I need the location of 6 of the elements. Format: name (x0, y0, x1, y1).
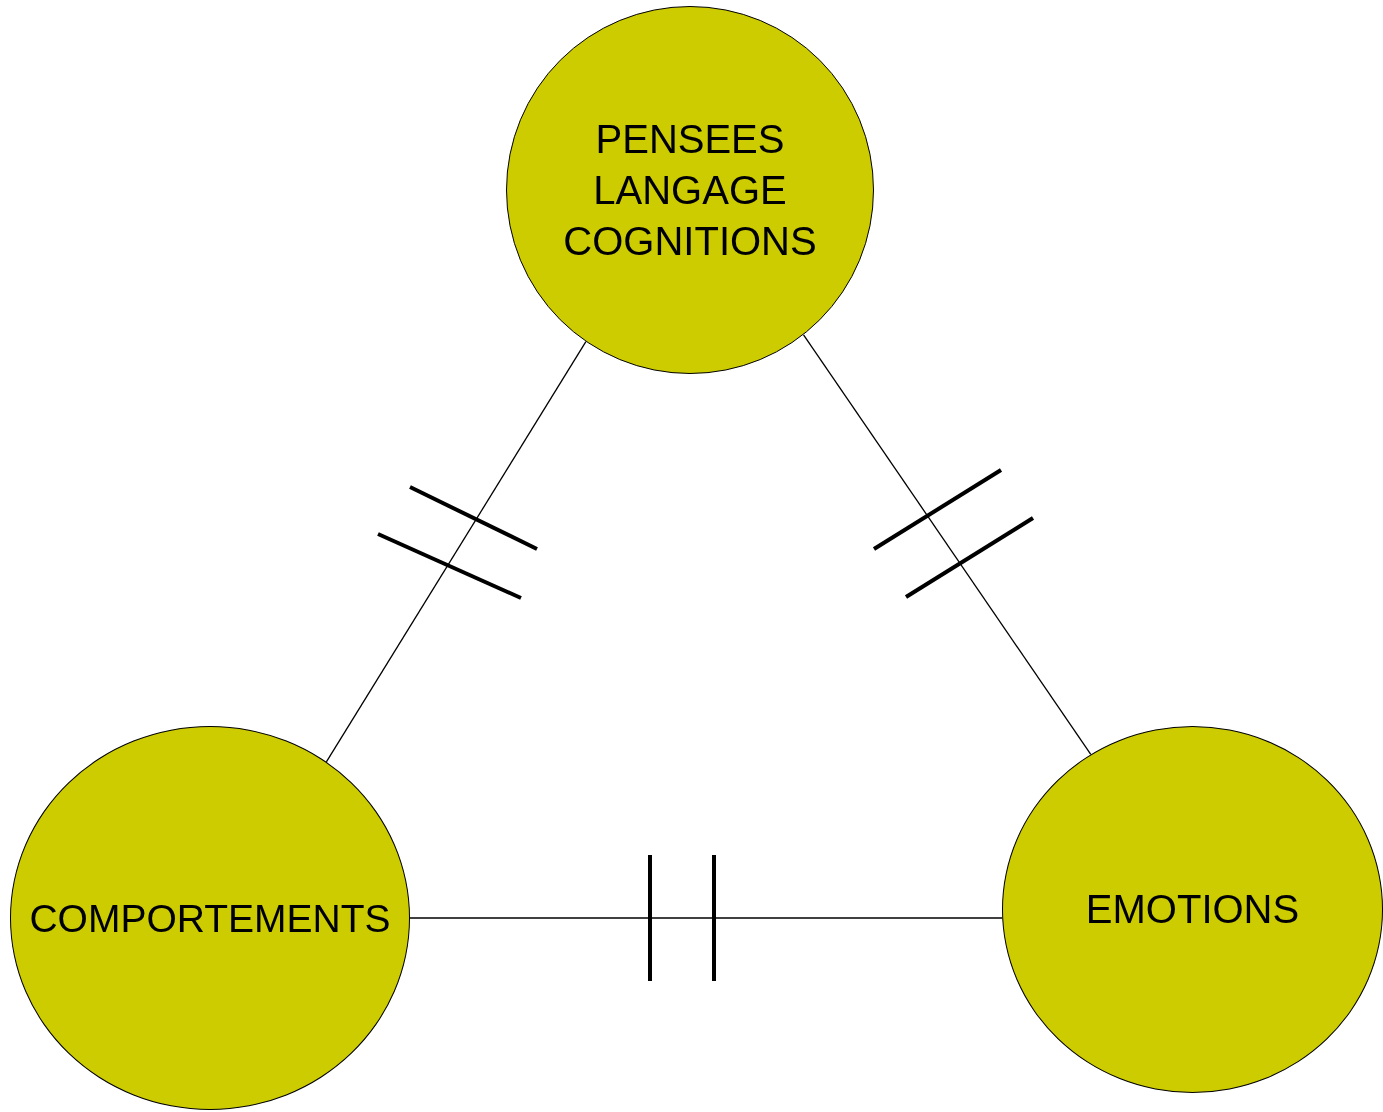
connector-line (802, 334, 1092, 755)
connector-line (325, 341, 587, 763)
connector-line (409, 917, 1003, 919)
node-label: PENSEES LANGAGE COGNITIONS (562, 115, 818, 265)
node-label: EMOTIONS (1085, 886, 1300, 933)
node-label: COMPORTEMENTS (29, 895, 391, 942)
